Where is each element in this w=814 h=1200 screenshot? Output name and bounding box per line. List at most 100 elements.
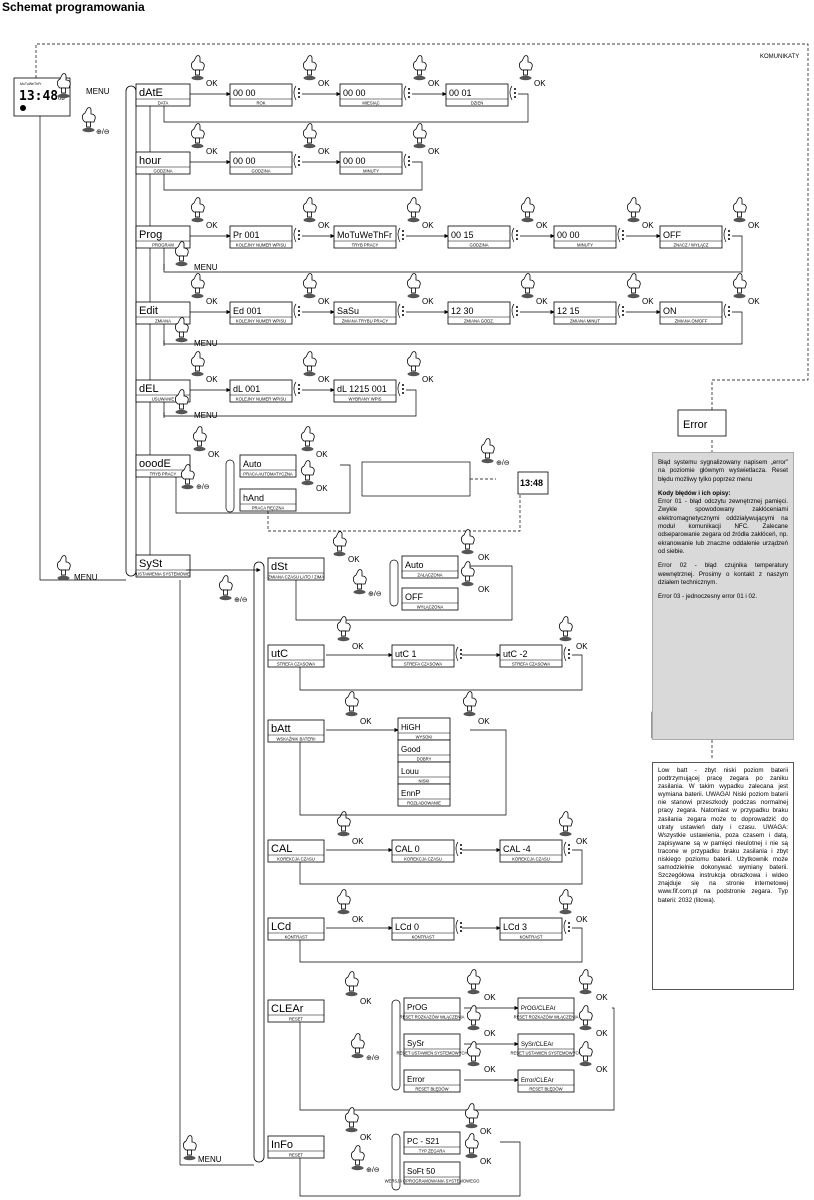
step-date-0-label: ROK (256, 101, 265, 106)
menu-dst-label: ZMIANA CZASU LATO / ZIMA (268, 575, 324, 580)
step-utc-1-label: STREFA CZASOWA (512, 662, 550, 667)
batt-opt-0-label: WYSOKI (416, 735, 433, 740)
step-date-2-label: DZIEŃ (471, 101, 484, 106)
step-del-0-lcd: dL 001 (233, 384, 260, 394)
step-hour-1-lcd: 00 00 (343, 156, 366, 166)
step-lcd-0-label: KONTRAST (412, 935, 435, 940)
press-hand-icon (352, 569, 367, 595)
dst-off-label: WYŁĄCZONA (417, 605, 444, 610)
main-clock-display: MoTuWeThFr 13:48 08 (13, 77, 71, 117)
dst-auto-lcd: Auto (405, 560, 424, 570)
menu-date-label: DATA (158, 101, 169, 106)
press-hand-icon (732, 197, 747, 223)
ok-label: OK (480, 1127, 492, 1136)
step-cal-1-label: KOREKCJA CZASU (512, 857, 550, 862)
clear-res-0-label: RESET ROZKAZÓW WŁĄCZENIA (514, 1015, 579, 1020)
ok-label: OK (206, 79, 218, 88)
press-hand-icon (302, 55, 317, 81)
press-hand-icon (302, 273, 317, 299)
press-hand-icon (302, 351, 317, 377)
ok-label: OK (642, 221, 654, 230)
step-lcd-1-lcd: LCd 3 (503, 922, 527, 932)
svg-text:Error: Error (683, 419, 708, 431)
step-edit-4-lcd: ON (663, 306, 677, 316)
menu-syst-lcd: SySt (139, 558, 162, 570)
error-02: Error 02 - błąd czujnika temperatury wew… (658, 562, 788, 586)
menu-batt-lcd: bAtt (271, 723, 291, 735)
step-utc-0-label: STREFA CZASOWA (404, 662, 442, 667)
error-01: Error 01 - błąd odczytu zewnętrznej pami… (658, 498, 788, 555)
ok-label: OK (596, 993, 608, 1002)
press-hand-icon (190, 123, 205, 149)
ok-label: OK (360, 997, 372, 1006)
step-edit-1-label: ZMIANA TRYBU PRACY (342, 319, 389, 324)
batt-opt-2-lcd: Louu (401, 767, 419, 776)
press-hand-icon (466, 969, 481, 995)
ok-label: OK (318, 79, 330, 88)
ok-label: OK (206, 375, 218, 384)
clear-res-2-label: RESET BŁĘDÓW (529, 1087, 562, 1092)
batt-opt-2-label: NISKI (419, 779, 430, 784)
menu-label-bottom: MENU (74, 573, 98, 582)
ok-label: OK (576, 837, 588, 846)
clear-opt-2-label: RESET BŁĘDÓW (415, 1087, 448, 1092)
press-hand-icon (480, 438, 495, 464)
press-hand-icon (190, 197, 205, 223)
step-del-1-lcd: dL 1215 001 (337, 384, 387, 394)
step-prog-3-lcd: 00 00 (557, 230, 580, 240)
press-hand-icon (578, 1041, 593, 1067)
step-prog-4-label: ZNACZ / WYŁĄCZ (674, 243, 709, 248)
battery-info-box: Low batt - zbyt niski poziom baterii pod… (652, 762, 794, 990)
menu-clear-lcd: CLEAr (271, 1003, 304, 1015)
menu-date-lcd: dAtE (139, 87, 163, 99)
step-prog-4: OFF ZNACZ / WYŁĄCZ (659, 225, 723, 249)
press-hand-icon (578, 1005, 593, 1031)
press-hand-icon (344, 1107, 359, 1133)
page-title: Schemat programowania (2, 0, 145, 14)
menu-lcd-label: KONTRAST (285, 935, 308, 940)
menu-info-lcd: InFo (271, 1139, 293, 1151)
ok-label: OK (316, 484, 328, 493)
press-hand-icon (520, 197, 535, 223)
press-hand-icon (626, 197, 641, 223)
ok-label: OK (352, 642, 364, 651)
svg-text:MoTuWeThFr: MoTuWeThFr (20, 82, 42, 86)
step-hour-1-label: MINUTY (363, 169, 379, 174)
mode-auto-label: PRACA AUTOMATYCZNA (243, 472, 293, 477)
step-hour-1: 00 00 MINUTY (339, 151, 403, 175)
ok-label: OK (318, 375, 330, 384)
menu-mode-lcd: ooodE (139, 458, 171, 470)
press-hand-icon (406, 273, 421, 299)
ok-label: OK (748, 221, 760, 230)
svg-text:⊕/⊖: ⊕/⊖ (366, 1167, 380, 1174)
step-prog-3-label: MINUTY (577, 243, 593, 248)
press-hand-icon (466, 1041, 481, 1067)
mode-auto-lcd: Auto (243, 459, 262, 469)
menu-label: MENU (194, 263, 218, 272)
plus-minus-icon: ⊕/⊖ (234, 597, 248, 604)
step-cal-0-label: KOREKCJA CZASU (404, 857, 442, 862)
step-prog-4-lcd: OFF (663, 230, 681, 240)
ok-label: OK (478, 553, 490, 562)
ok-label: OK (352, 837, 364, 846)
ok-label: OK (642, 297, 654, 306)
step-edit-0-label: KOLEJNY NUMER WPISU (236, 319, 286, 324)
svg-text:08: 08 (58, 96, 65, 102)
press-hand-icon (406, 351, 421, 377)
step-cal-0-lcd: CAL 0 (395, 844, 420, 854)
step-edit-0-lcd: Ed 001 (233, 306, 262, 316)
ok-label: OK (352, 915, 364, 924)
menu-syst-label: USTAWIENIA SYSTEMOWE (136, 572, 190, 577)
